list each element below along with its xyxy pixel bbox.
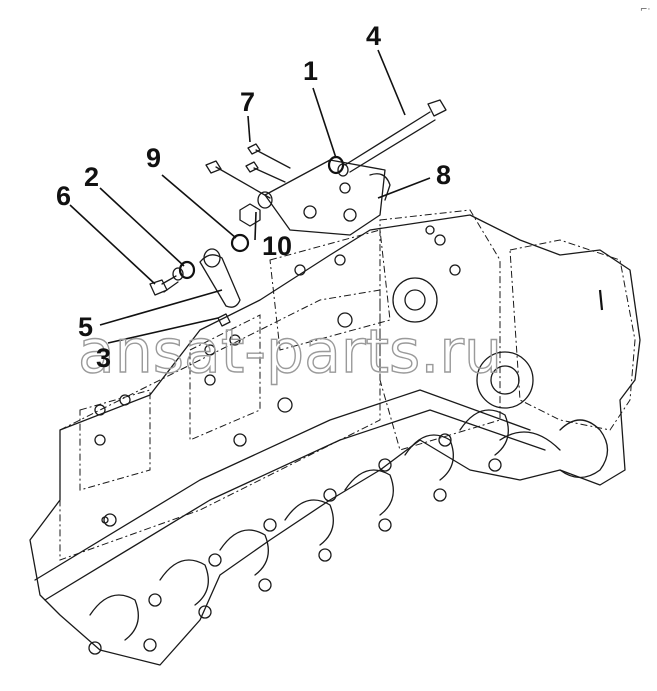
callout-10: 10 bbox=[262, 231, 292, 261]
callout-2: 2 bbox=[84, 162, 99, 192]
link-arm bbox=[199, 254, 241, 308]
bolt-7 bbox=[247, 143, 291, 169]
bracket-plate bbox=[264, 159, 386, 236]
callout-8: 8 bbox=[436, 160, 451, 190]
main-bearing-bolts bbox=[88, 433, 502, 655]
bolt-6 bbox=[149, 275, 179, 296]
engine-block-drawing bbox=[29, 209, 641, 666]
callout-3: 3 bbox=[96, 343, 111, 373]
leader-lines bbox=[69, 49, 431, 344]
washer-9 bbox=[230, 233, 250, 253]
callout-5: 5 bbox=[78, 312, 93, 342]
bracket-assembly bbox=[149, 99, 447, 327]
callout-7: 7 bbox=[240, 87, 255, 117]
mounting-holes bbox=[94, 225, 461, 527]
long-bolt bbox=[344, 111, 436, 173]
washer-2 bbox=[178, 260, 196, 280]
callout-labels: 1 2 3 4 5 6 7 8 9 10 bbox=[56, 21, 451, 373]
callout-9: 9 bbox=[146, 143, 161, 173]
callout-6: 6 bbox=[56, 181, 71, 211]
crank-bores bbox=[89, 409, 509, 641]
callout-1: 1 bbox=[303, 56, 318, 86]
corner-mark: ⌐· bbox=[640, 5, 650, 15]
watermark: ansat-parts.ru bbox=[78, 317, 502, 387]
nut-10 bbox=[239, 203, 261, 227]
callout-4: 4 bbox=[366, 21, 381, 51]
